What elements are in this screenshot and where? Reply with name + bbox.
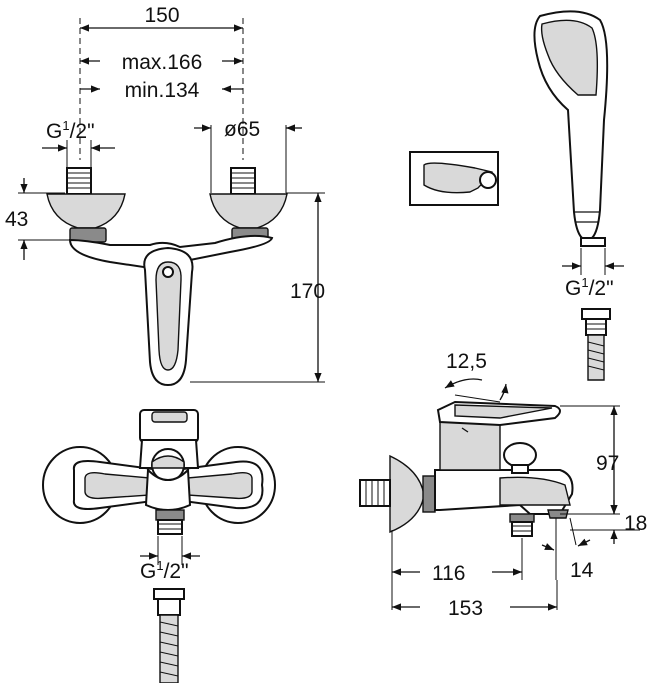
dim-g-half-bottom: G1/2": [140, 558, 189, 583]
dim-14: 14: [570, 559, 594, 582]
side-view-mixer: [359, 378, 640, 611]
dim-g-half-shower: G1/2": [565, 275, 614, 300]
dim-116: 116: [432, 562, 465, 585]
dim-max-166: max.166: [122, 51, 203, 74]
dim-43: 43: [5, 208, 28, 231]
dim-150: 150: [144, 4, 179, 27]
dim-angle-12-5: 12,5: [446, 350, 487, 373]
front-view-mixer: [18, 18, 325, 387]
dim-diameter-65: ø65: [224, 118, 260, 141]
dim-min-134: min.134: [125, 79, 200, 102]
dim-153: 153: [448, 597, 483, 620]
shower-head-and-holder: [409, 10, 624, 381]
dim-g-half-top: G1/2": [46, 118, 95, 143]
top-view-mixer: [42, 409, 276, 683]
dim-97: 97: [596, 452, 619, 475]
dim-18: 18: [624, 512, 647, 535]
dim-170: 170: [290, 280, 325, 303]
